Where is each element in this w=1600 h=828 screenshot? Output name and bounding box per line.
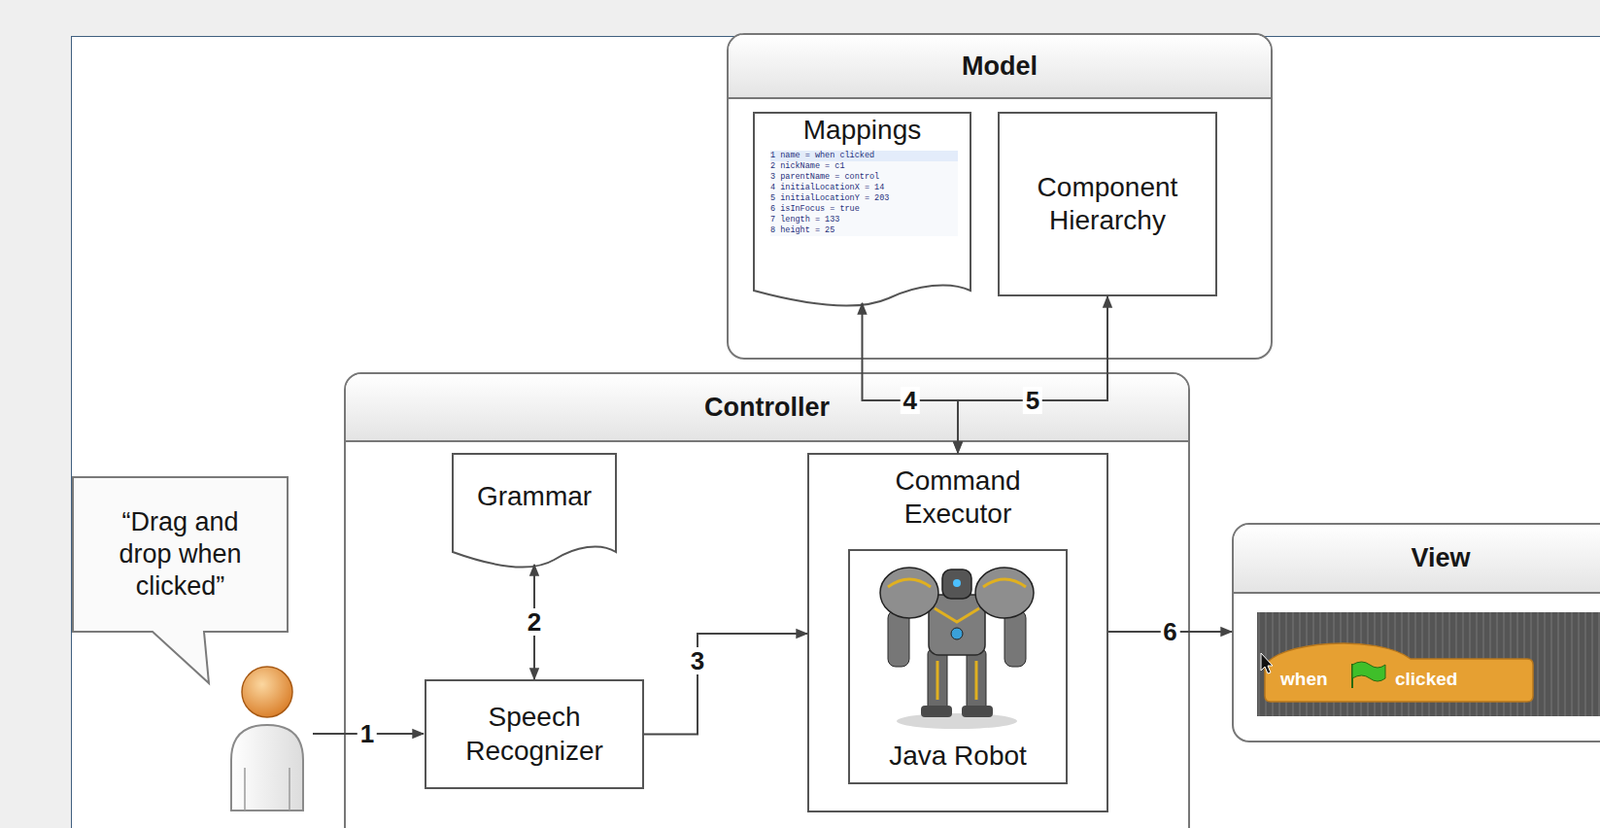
code-line: 6 isInFocus = true — [770, 204, 958, 215]
code-line: 3 parentName = control — [770, 171, 958, 183]
callout-number: 1 — [357, 719, 377, 748]
connector — [862, 303, 959, 453]
panel-title: Controller — [704, 391, 830, 424]
connector — [644, 633, 808, 735]
process-box: Speech Recognizer — [424, 679, 645, 789]
model-panel: ModelMappings1 name = when clicked2 nick… — [726, 33, 1273, 360]
connector — [957, 296, 1108, 453]
scratch-canvas — [1257, 612, 1600, 716]
document-title: Mappings — [760, 113, 964, 147]
callout-number: 2 — [524, 608, 545, 636]
callout-number: 6 — [1159, 617, 1180, 646]
code-line: 1 name = when clicked — [770, 150, 958, 162]
box-label: Component Hierarchy — [1010, 170, 1205, 238]
callout-number: 5 — [1022, 386, 1043, 414]
document-title: Grammar — [459, 479, 610, 513]
grammar-document: Grammar — [451, 452, 617, 568]
callout-number: 3 — [687, 646, 708, 675]
code-line: 8 height = 25 — [770, 225, 958, 237]
code-line: 7 length = 133 — [770, 214, 958, 226]
panel-header: View — [1233, 524, 1600, 594]
block-text: clicked — [1395, 669, 1458, 688]
code-line: 2 nickName = c1 — [770, 161, 958, 172]
robot-figure — [880, 567, 1034, 729]
panel-header: Controller — [345, 374, 1189, 443]
user-figure — [231, 666, 304, 811]
code-line: 4 initialLocationX = 14 — [770, 182, 958, 194]
code-line: 5 initialLocationY = 203 — [770, 193, 958, 205]
component-box: Component Hierarchy — [997, 111, 1218, 297]
box-label: Command Executor — [860, 464, 1056, 531]
speech-bubble: “Drag and drop when clicked” — [71, 476, 289, 633]
speech-text: “Drag and drop when clicked” — [95, 506, 266, 603]
callout-number: 4 — [900, 386, 920, 414]
code-listing: 1 name = when clicked2 nickName = c13 pa… — [770, 150, 958, 237]
mappings-document: Mappings1 name = when clicked2 nickName … — [752, 111, 972, 307]
panel-title: Model — [961, 50, 1038, 83]
block-text: when — [1280, 669, 1328, 688]
box-label: Java Robot — [888, 739, 1027, 773]
panel-header: Model — [728, 34, 1271, 100]
controller-panel: ControllerGrammarSpeech Recognizer Comman… — [343, 372, 1191, 828]
panel-title: View — [1410, 542, 1470, 575]
box-label: Speech Recognizer — [436, 700, 633, 767]
